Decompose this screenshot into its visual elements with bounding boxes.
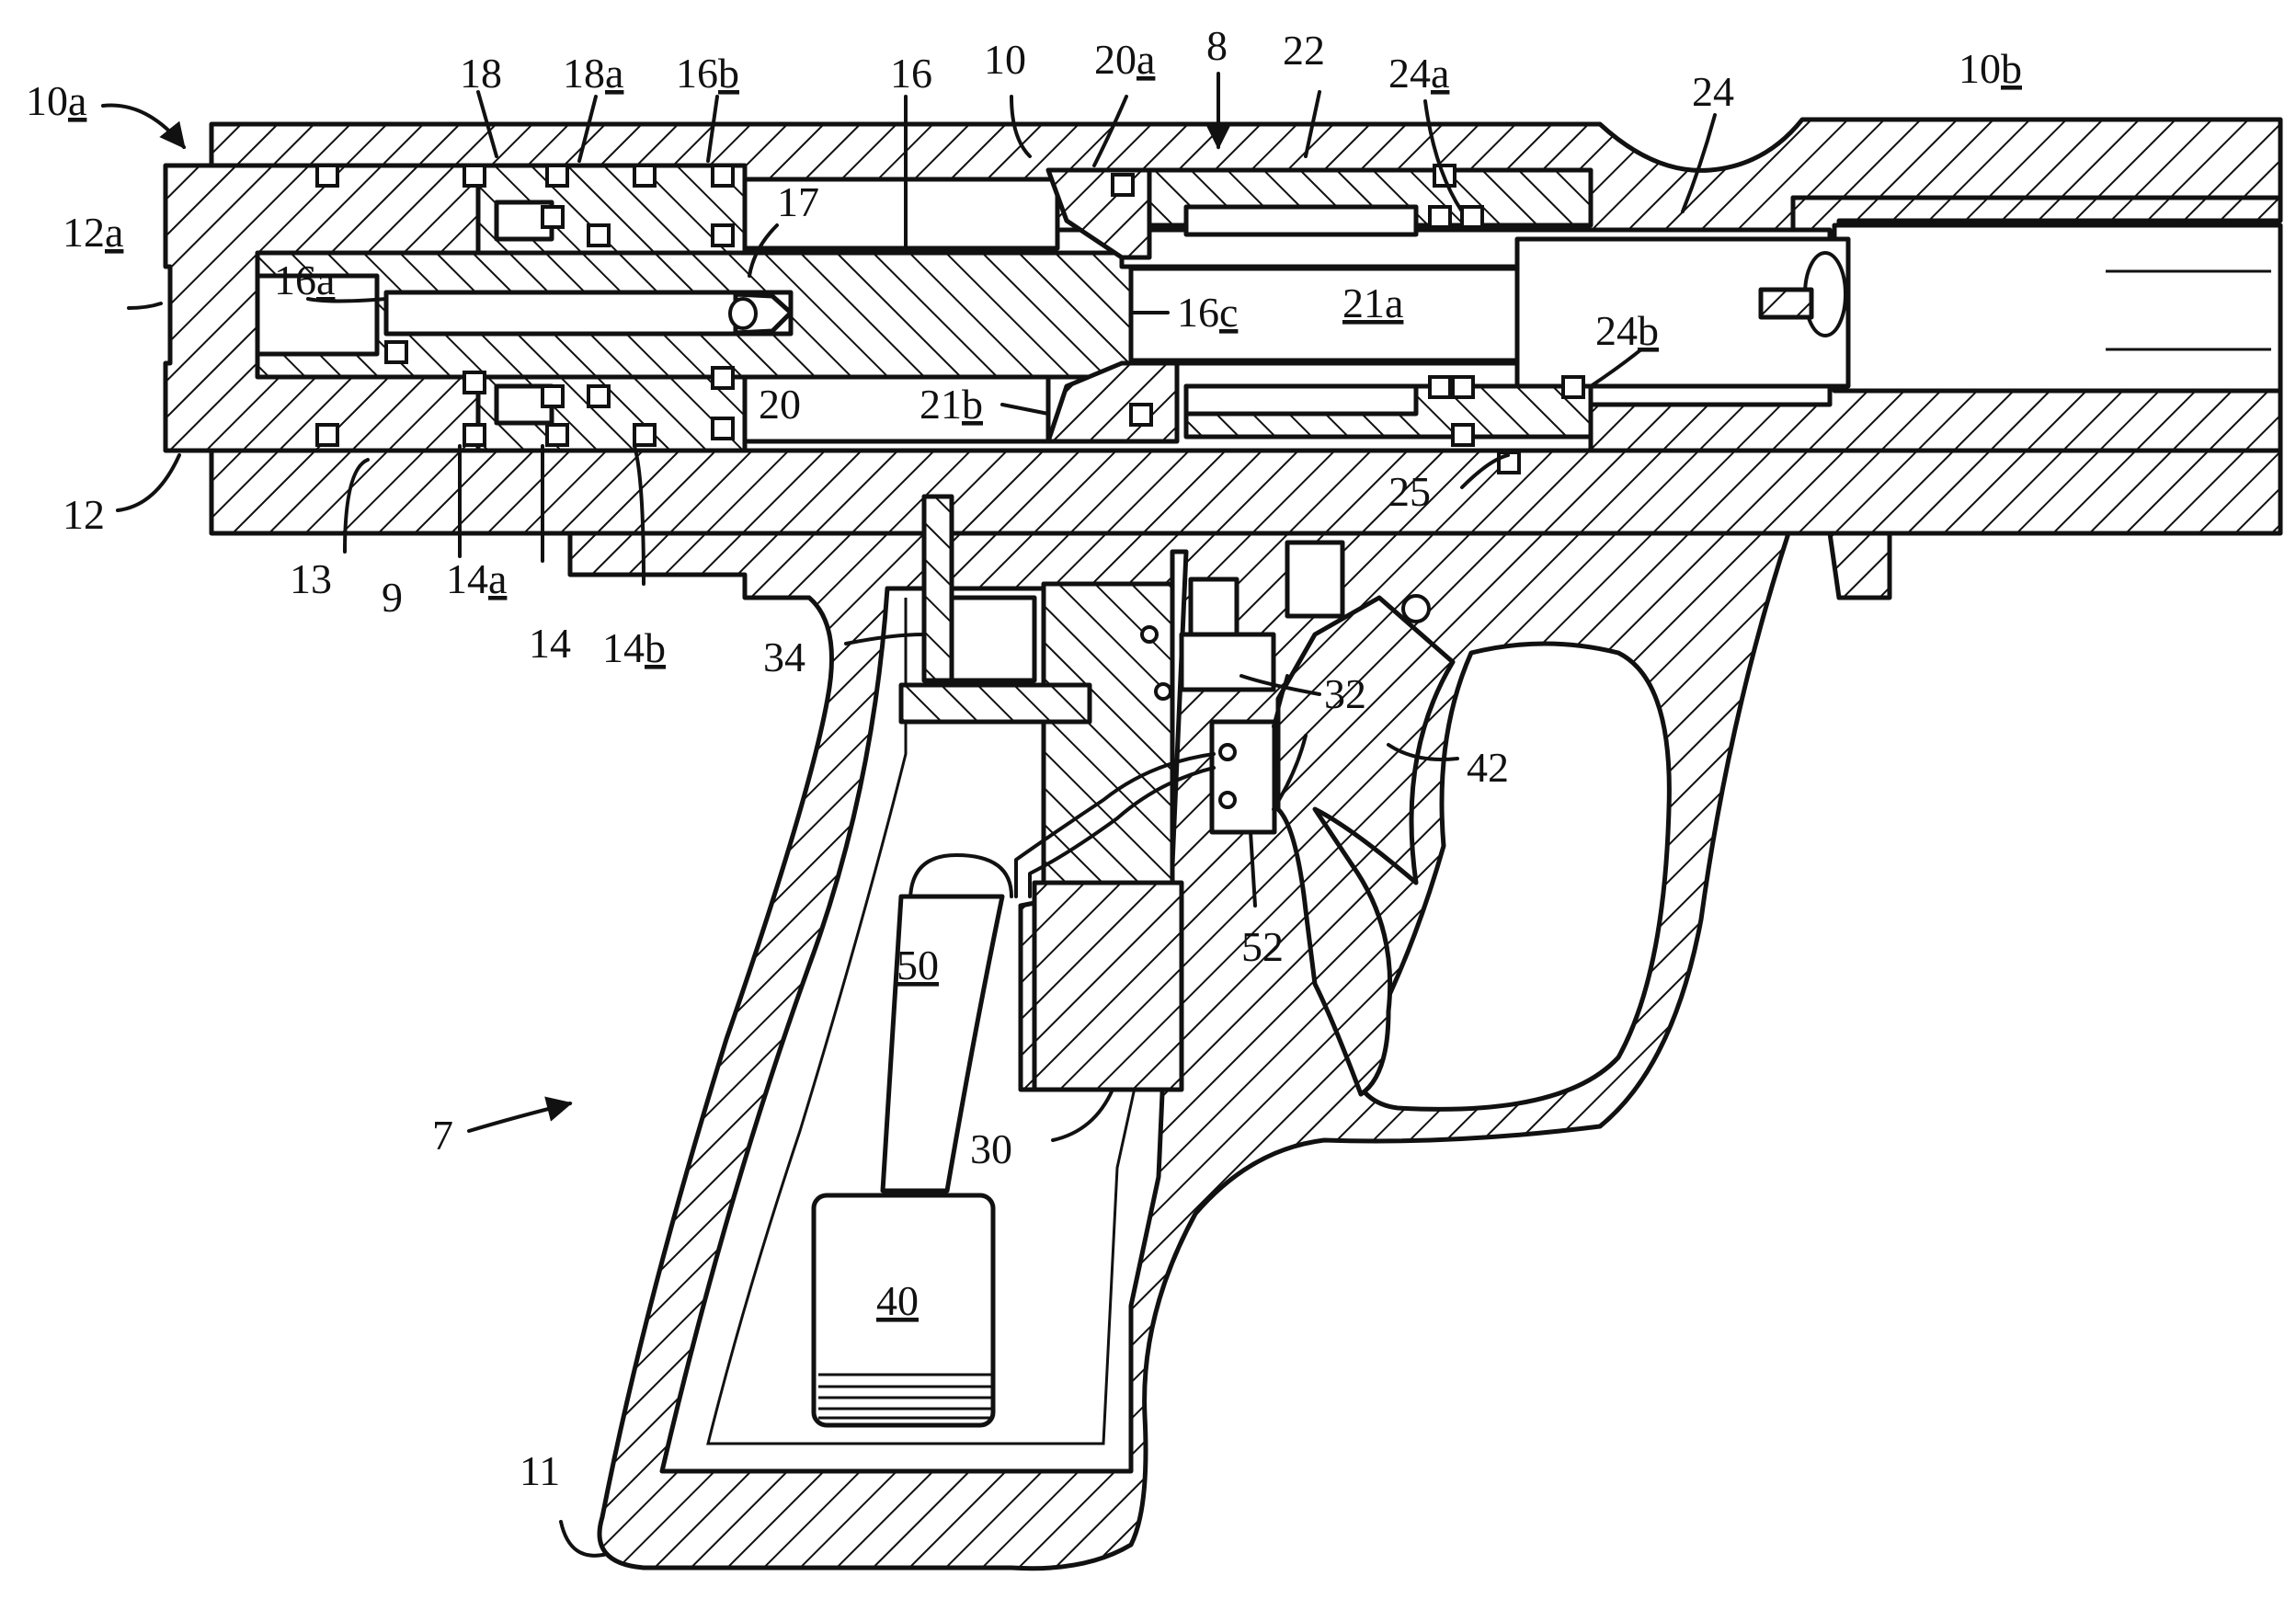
label-16: 16: [890, 50, 932, 97]
label-42: 42: [1467, 744, 1509, 791]
label-21a: 21a: [1342, 280, 1403, 326]
label-10: 10: [984, 36, 1026, 83]
label-20a: 20a: [1094, 36, 1155, 83]
label-12: 12: [63, 491, 105, 538]
label-9: 9: [382, 574, 403, 621]
label-20: 20: [759, 381, 801, 428]
label-16c: 16c: [1177, 289, 1238, 336]
label-34: 34: [763, 634, 805, 680]
label-7: 7: [432, 1112, 453, 1159]
sensor-52: [1212, 722, 1274, 832]
label-8: 8: [1206, 22, 1228, 69]
circuit-board-30: [1034, 883, 1182, 1090]
bore-10b: [1834, 225, 2280, 391]
label-10a: 10a: [26, 77, 86, 124]
housing-lower-rail: [211, 451, 2280, 533]
label-52: 52: [1241, 923, 1284, 970]
label-18: 18: [460, 50, 502, 97]
label-18a: 18a: [563, 50, 623, 97]
label-16b: 16b: [676, 50, 739, 97]
label-13: 13: [290, 555, 332, 602]
label-30: 30: [970, 1125, 1012, 1172]
label-10b: 10b: [1959, 45, 2022, 92]
label-14a: 14a: [446, 555, 507, 602]
label-12a: 12a: [63, 209, 123, 256]
label-11: 11: [520, 1447, 560, 1494]
label-50: 50: [897, 942, 939, 988]
label-14b: 14b: [602, 624, 666, 671]
label-17: 17: [777, 178, 819, 225]
label-21b: 21b: [920, 381, 983, 428]
label-24a: 24a: [1388, 50, 1449, 97]
label-24: 24: [1692, 68, 1734, 115]
label-25: 25: [1388, 468, 1431, 515]
label-14: 14: [529, 620, 571, 667]
label-24b: 24b: [1595, 307, 1659, 354]
label-40: 40: [876, 1277, 919, 1324]
label-32: 32: [1324, 670, 1366, 717]
label-16a: 16a: [274, 257, 335, 303]
label-22: 22: [1283, 27, 1325, 74]
